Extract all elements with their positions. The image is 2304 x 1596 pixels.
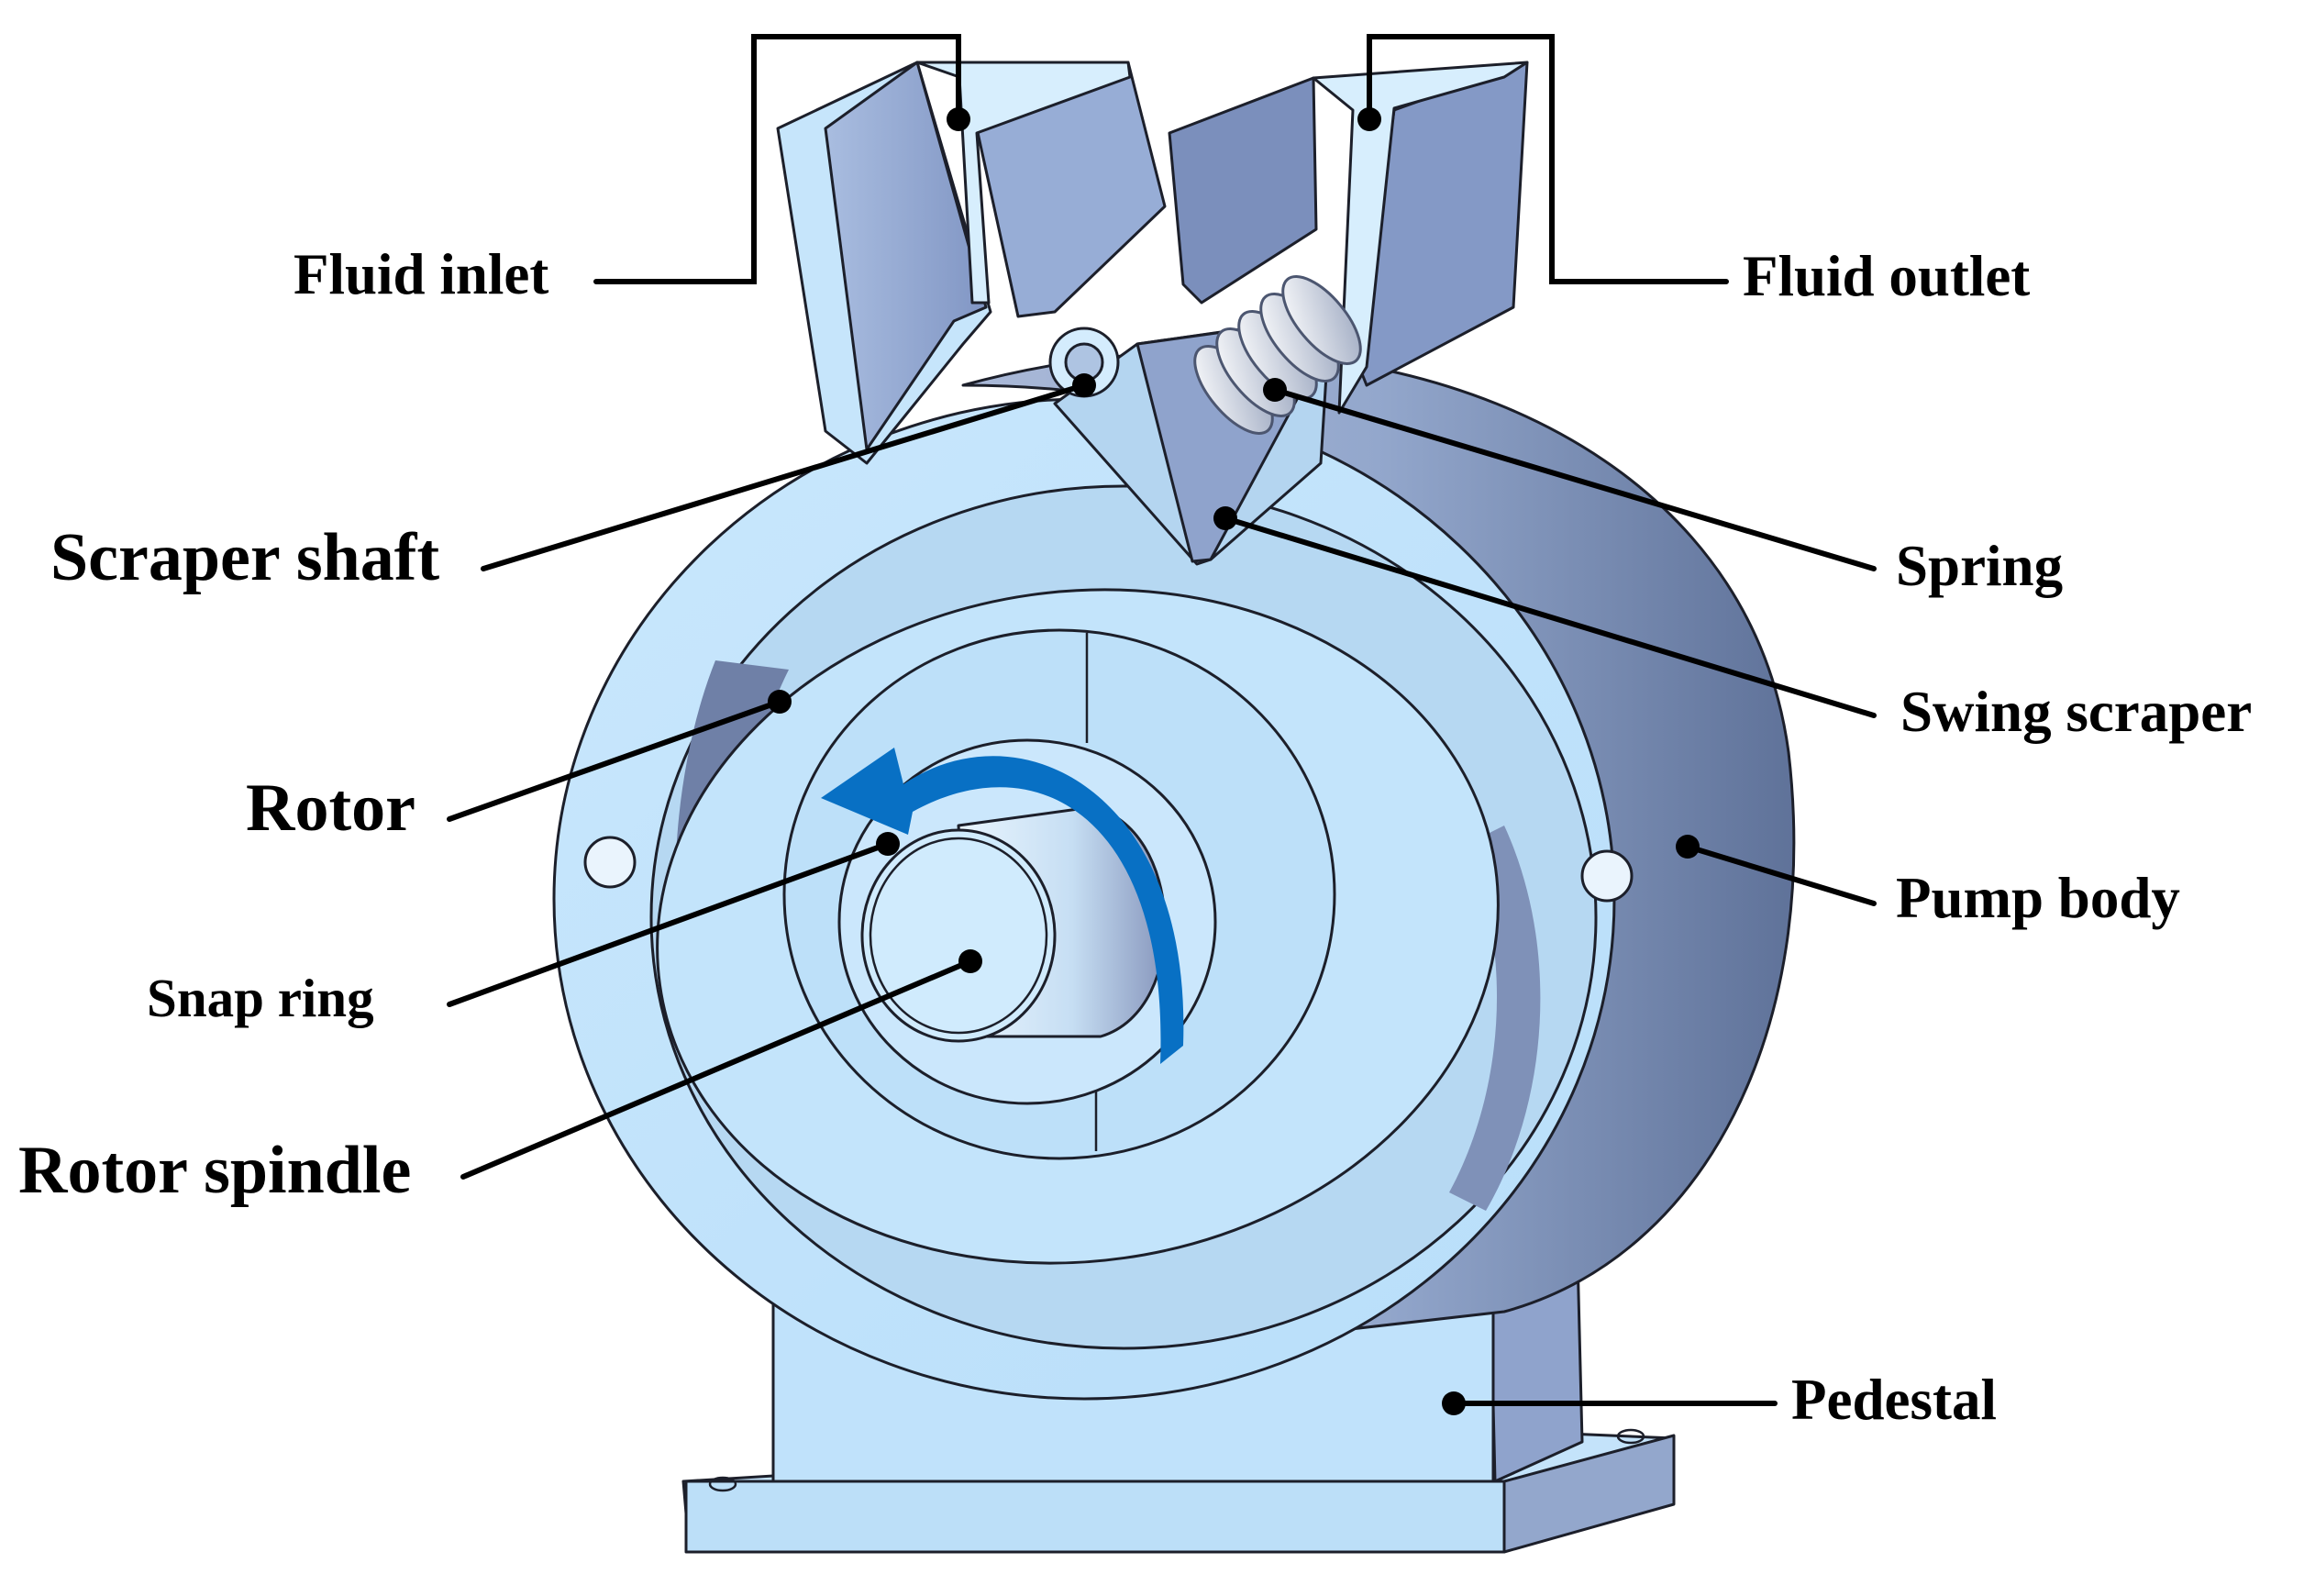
leader-rotor-spindle: [460, 959, 973, 1180]
leader-rotor: [447, 699, 782, 822]
label-scraper-shaft: Scraper shaft: [50, 520, 439, 595]
dot-icon: [947, 107, 970, 131]
base-plate-side: [1502, 1434, 1676, 1554]
inlet-left-wall: [824, 61, 988, 451]
mount-hole-right: [1580, 849, 1634, 903]
base-plate-front: [684, 1480, 1506, 1554]
dot-icon: [1676, 835, 1700, 859]
dot-icon: [768, 690, 792, 714]
dot-icon: [1357, 107, 1381, 131]
base-screw-right: [1616, 1428, 1645, 1445]
leader-fluid-inlet: [593, 34, 961, 284]
dot-icon: [958, 949, 982, 973]
label-pump-body: Pump body: [1896, 866, 2180, 930]
label-snap-ring: Snap ring: [147, 968, 374, 1028]
spindle-chamfer: [869, 837, 1048, 1035]
dot-icon: [1442, 1391, 1466, 1415]
dot-icon: [1263, 378, 1287, 402]
counterclockwise-rotation-arrow-icon: [821, 748, 1184, 1064]
dot-icon: [1072, 373, 1096, 397]
label-swing-scraper: Swing scraper: [1900, 680, 2252, 744]
dot-icon: [1213, 506, 1237, 530]
leader-dots: [768, 107, 1700, 1415]
mount-hole-left: [583, 836, 637, 889]
label-spring: Spring: [1896, 534, 2063, 598]
label-rotor: Rotor: [246, 770, 415, 846]
label-pedestal: Pedestal: [1791, 1368, 1997, 1432]
base-screw-left: [708, 1476, 737, 1492]
leader-scraper-shaft: [481, 382, 1087, 571]
outlet-rim: [1312, 61, 1529, 415]
leader-fluid-outlet: [1367, 34, 1729, 284]
outlet-left-wall: [1168, 76, 1318, 305]
fluid-ports: [776, 61, 1529, 465]
dot-icon: [876, 832, 900, 856]
leader-pump-body: [1685, 844, 1877, 906]
spring-coil: [1281, 275, 1362, 365]
label-fluid-outlet: Fluid outlet: [1743, 244, 2030, 308]
leader-spring: [1272, 387, 1877, 571]
labels: Fluid inlet Fluid outlet Scraper shaft S…: [18, 242, 2252, 1432]
leader-lines: [447, 34, 1877, 1406]
chamber-shadow-right: [1449, 826, 1541, 1211]
leader-swing-scraper: [1223, 515, 1877, 718]
spindle-end-face: [860, 828, 1057, 1043]
label-fluid-inlet: Fluid inlet: [294, 242, 548, 306]
leader-snap-ring: [447, 841, 891, 1007]
label-rotor-spindle: Rotor spindle: [18, 1133, 411, 1208]
